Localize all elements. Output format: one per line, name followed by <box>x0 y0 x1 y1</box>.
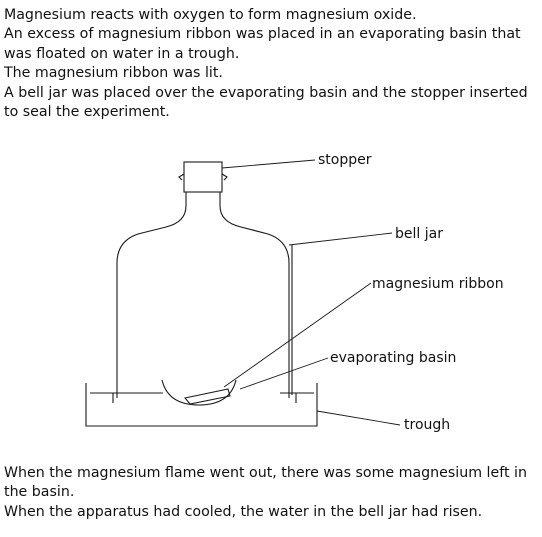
outro-text: When the magnesium flame went out, there… <box>4 464 540 522</box>
outro-line-1: When the magnesium flame went out, there… <box>4 465 527 501</box>
intro-line-1: Magnesium reacts with oxygen to form mag… <box>4 7 417 23</box>
label-bell-jar: bell jar <box>395 226 443 242</box>
label-magnesium-ribbon: magnesium ribbon <box>372 276 504 292</box>
stopper <box>178 161 228 193</box>
label-evaporating-basin: evaporating basin <box>330 350 456 366</box>
evaporating-basin <box>161 379 237 406</box>
intro-text: Magnesium reacts with oxygen to form mag… <box>4 6 540 122</box>
trough <box>85 383 318 427</box>
label-trough: trough <box>404 417 450 433</box>
magnesium-ribbon <box>183 388 231 405</box>
intro-line-4: A bell jar was placed over the evaporati… <box>4 84 528 121</box>
intro-line-2: An excess of magnesium ribbon was placed… <box>4 26 521 62</box>
bell-jar <box>116 192 290 398</box>
label-stopper: stopper <box>318 152 372 168</box>
outro-line-2: When the apparatus had cooled, the water… <box>4 503 483 520</box>
intro-line-3: The magnesium ribbon was lit. <box>4 65 223 82</box>
